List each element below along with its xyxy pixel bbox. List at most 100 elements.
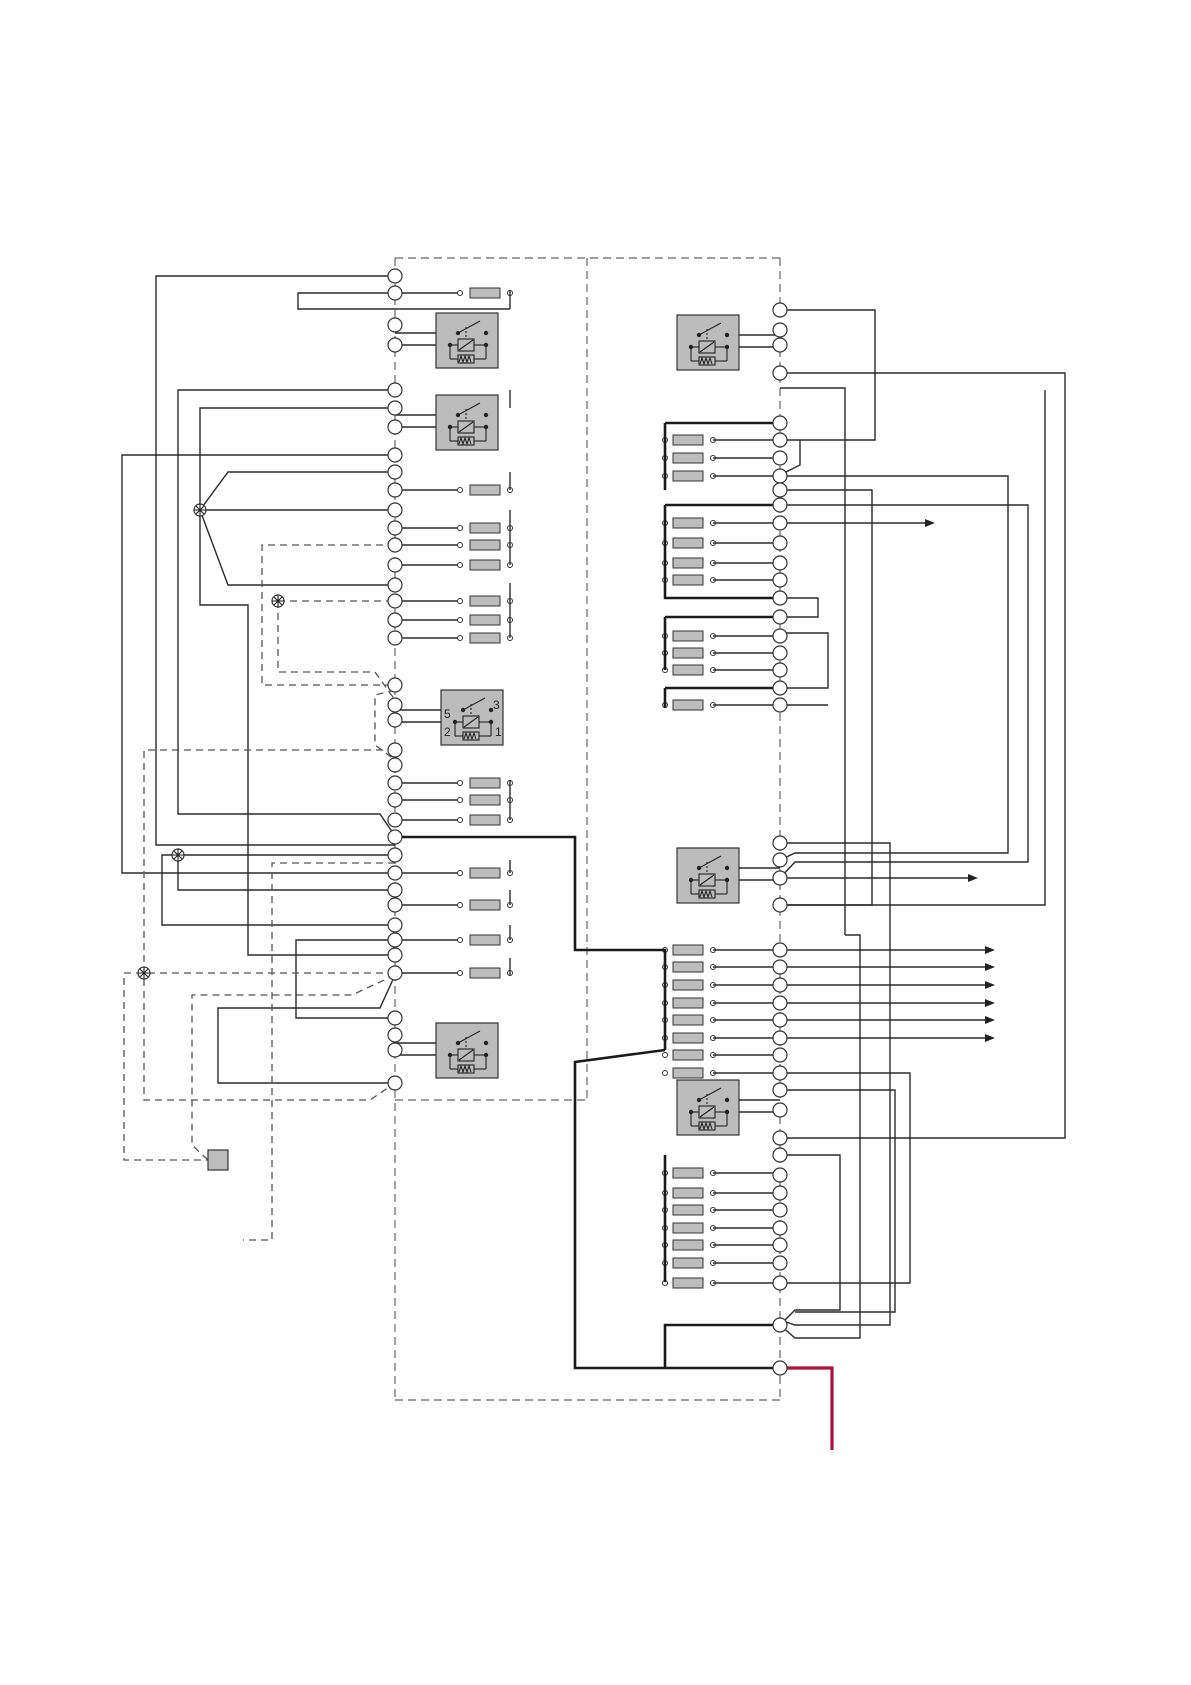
connector-pin-icon [388, 558, 402, 572]
connector-pin-icon [388, 448, 402, 462]
arrow-icon [985, 981, 995, 989]
connector-pin-icon [773, 416, 787, 430]
connector-pin-icon [773, 996, 787, 1010]
connector-pin-icon [773, 836, 787, 850]
connector-pin-icon [773, 943, 787, 957]
connector-pin-icon [388, 793, 402, 807]
connector-pin-icon [773, 591, 787, 605]
connector-pin-icon [388, 883, 402, 897]
fuse-icon [470, 935, 500, 945]
connector-pin-icon [388, 503, 402, 517]
splice-icon [138, 967, 150, 979]
connector-pin-icon [773, 1031, 787, 1045]
connector-pin-icon [773, 853, 787, 867]
fuse-icon [673, 435, 703, 445]
connector-pin-icon [773, 451, 787, 465]
fuse-icon [673, 1278, 703, 1288]
connector-pin-icon [388, 848, 402, 862]
fuse-icon [470, 795, 500, 805]
power-feed-wire [780, 1368, 832, 1450]
fuse-icon [673, 1050, 703, 1060]
connector-pin-icon [388, 401, 402, 415]
connector-pin-icon [773, 1148, 787, 1162]
arrow-icon [968, 874, 978, 882]
fuse-icon [673, 665, 703, 675]
connector-pin-icon [773, 366, 787, 380]
connector-pin-icon [388, 420, 402, 434]
connector-pin-icon [388, 286, 402, 300]
fuse-icon [470, 596, 500, 606]
connector-pin-icon [388, 776, 402, 790]
left-fuse-group [402, 288, 513, 978]
left-dashed-wiring [124, 545, 395, 1240]
connector-pin-icon [773, 536, 787, 550]
connector-pin-icon [388, 678, 402, 692]
arrow-icon [985, 946, 995, 954]
fuse-icon [673, 1223, 703, 1233]
connector-pin-icon [773, 1186, 787, 1200]
fuse-icon [470, 485, 500, 495]
relay-icon [395, 395, 498, 450]
connector-pin-icon [773, 1361, 787, 1375]
connector-pin-icon [773, 483, 787, 497]
connector-pin-icon [773, 960, 787, 974]
relay-pin-label: 1 [495, 725, 502, 739]
connector-pin-icon [388, 698, 402, 712]
connector-pin-icon [388, 578, 402, 592]
connector-pin-icon [388, 269, 402, 283]
fuse-icon [673, 1068, 703, 1078]
relay-icon [677, 315, 780, 370]
arrow-icon [925, 519, 935, 527]
connector-pin-icon [773, 1318, 787, 1332]
relay-icon [677, 1080, 780, 1135]
fuse-icon [673, 700, 703, 710]
fuse-icon [673, 1188, 703, 1198]
connector-pin-icon [773, 1048, 787, 1062]
connector-pin-icon [388, 1043, 402, 1057]
fuse-icon [673, 1168, 703, 1178]
connector-pin-icon [773, 1168, 787, 1182]
splice-icon [272, 595, 284, 607]
connector-pin-icon [773, 1276, 787, 1290]
connector-pin-icon [773, 610, 787, 624]
splices [138, 504, 284, 979]
fuse-icon [673, 1015, 703, 1025]
fuse-icon [673, 471, 703, 481]
connector-pin-icon [388, 813, 402, 827]
fuse-icon [673, 1033, 703, 1043]
connector-pin-icon [388, 918, 402, 932]
connector-pin-icon [773, 898, 787, 912]
connector-pin-icon [773, 433, 787, 447]
fuse-icon [673, 998, 703, 1008]
connector-pin-icon [388, 1028, 402, 1042]
connector-pin-icon [388, 948, 402, 962]
connector-pin-icon [773, 871, 787, 885]
fuse-icon [470, 523, 500, 533]
connector-pin-icon [773, 681, 787, 695]
connector-pin-icon [388, 966, 402, 980]
connector-pin-icon [773, 1221, 787, 1235]
fuse-icon [673, 962, 703, 972]
connector-pin-icon [773, 516, 787, 530]
connector-pin-icon [388, 538, 402, 552]
connector-pin-icon [773, 498, 787, 512]
relay-icon [395, 313, 498, 368]
fuse-icon [470, 868, 500, 878]
connector-pin-icon [388, 1011, 402, 1025]
arrow-icon [985, 963, 995, 971]
fuse-icon [470, 633, 500, 643]
splice-icon [172, 849, 184, 861]
connector-pin-icon [773, 1238, 787, 1252]
relay-pin-label: 2 [444, 725, 451, 739]
connector-pin-icon [388, 483, 402, 497]
connector-pin-icon [773, 1256, 787, 1270]
connector-pin-icon [773, 1103, 787, 1117]
connector-pin-icon [773, 1066, 787, 1080]
connector-pin-icon [388, 1076, 402, 1090]
ground-block-icon [208, 1150, 228, 1170]
connector-pin-icon [388, 866, 402, 880]
right-wiring [780, 310, 1065, 1338]
connector-pin-icon [773, 573, 787, 587]
